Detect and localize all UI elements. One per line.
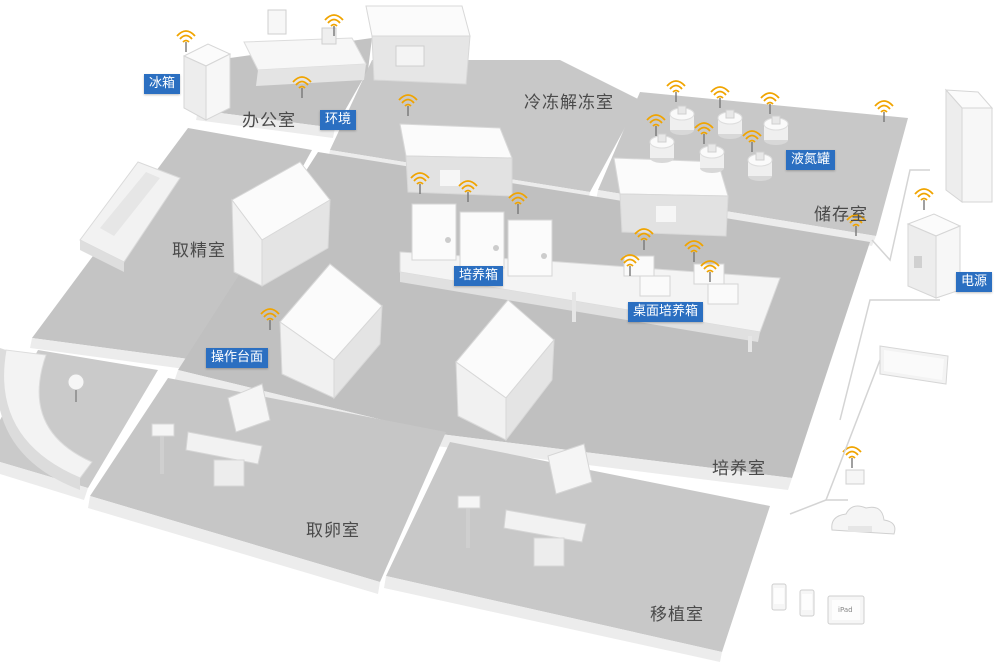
room-label-transfer: 移植室 bbox=[650, 605, 704, 625]
tag-environment[interactable]: 环境 bbox=[320, 110, 357, 130]
egg-room-chair bbox=[151, 383, 271, 487]
room-sperm-floor bbox=[30, 128, 312, 370]
cloud-icon bbox=[831, 505, 896, 535]
tag-power[interactable]: 电源 bbox=[956, 272, 993, 292]
phone-icon bbox=[799, 589, 815, 617]
tag-workbench[interactable]: 操作台面 bbox=[206, 348, 269, 368]
display-panel bbox=[879, 345, 949, 385]
culture-hood-left bbox=[231, 161, 331, 287]
storage-hood bbox=[613, 157, 729, 237]
thaw-hood bbox=[365, 5, 471, 85]
ipad-label: iPad bbox=[838, 606, 853, 614]
tag-fridge[interactable]: 冰箱 bbox=[144, 74, 181, 94]
culture-hood-top bbox=[399, 123, 513, 197]
router-icon bbox=[845, 469, 865, 485]
room-label-thaw: 冷冻解冻室 bbox=[524, 93, 614, 113]
desktop-incubators bbox=[623, 255, 739, 305]
tag-incubator[interactable]: 培养箱 bbox=[454, 266, 504, 286]
fridge bbox=[176, 30, 232, 121]
phone-icon bbox=[771, 583, 787, 611]
tag-liquid-nitrogen[interactable]: 液氮罐 bbox=[786, 150, 836, 170]
room-transfer-floor bbox=[384, 442, 770, 662]
sperm-room-sofa bbox=[79, 161, 181, 272]
network-lines bbox=[789, 169, 940, 515]
culture-hood-right bbox=[455, 299, 555, 442]
room-label-egg: 取卵室 bbox=[306, 521, 360, 541]
tablet-icon bbox=[827, 595, 865, 625]
room-label-office: 办公室 bbox=[242, 111, 296, 131]
power-unit bbox=[906, 213, 962, 299]
culture-hood-mid bbox=[279, 263, 383, 400]
room-label-culture: 培养室 bbox=[712, 459, 766, 479]
office-desk bbox=[243, 9, 367, 86]
lounge-sofa bbox=[0, 348, 93, 490]
server-icon bbox=[944, 88, 994, 203]
room-label-sperm: 取精室 bbox=[172, 241, 226, 261]
transfer-room-chair bbox=[457, 443, 593, 567]
room-egg-floor bbox=[88, 378, 446, 594]
room-label-storage: 储存室 bbox=[814, 205, 868, 225]
tag-desktop-incubator[interactable]: 桌面培养箱 bbox=[628, 302, 704, 322]
